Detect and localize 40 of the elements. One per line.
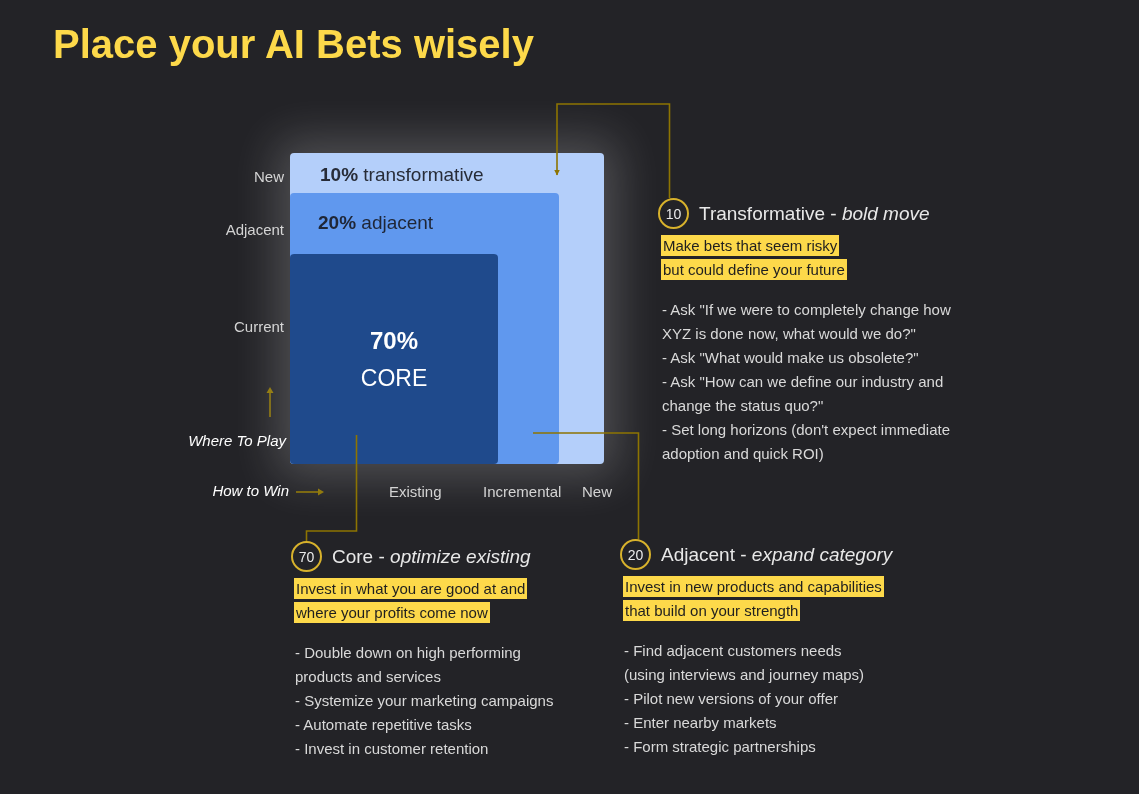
callout-heading: Adjacent - expand category bbox=[661, 542, 893, 567]
axis-title: Where To Play bbox=[188, 432, 286, 450]
highlighted-text: Invest in what you are good at and where your profits come now bbox=[294, 577, 529, 625]
bullet-item: - Automate repetitive tasks bbox=[295, 715, 472, 735]
bullet-item: - Ask "What would make us obsolete?" bbox=[662, 348, 919, 368]
bullet-item: - Set long horizons (don't expect immediate adoption and quick ROI) bbox=[662, 420, 951, 464]
highlighted-text: Make bets that seem risky but could define your future bbox=[661, 234, 848, 282]
core-square bbox=[290, 254, 498, 464]
square-label: CORE bbox=[360, 364, 428, 392]
outer-square bbox=[290, 153, 604, 464]
axis-label: New bbox=[582, 483, 612, 501]
middle-square bbox=[290, 193, 559, 464]
bullet-item: - Systemize your marketing campaigns bbox=[295, 691, 554, 711]
leader-line bbox=[532, 432, 640, 540]
bullet-item: - Enter nearby markets bbox=[624, 713, 777, 733]
square-label: 10% transformative bbox=[320, 163, 484, 186]
number-circle: 20 bbox=[620, 539, 651, 570]
leader-line bbox=[554, 103, 671, 199]
bullet-item: - Ask "If we were to completely change how XYZ is done now, what would we do?" bbox=[662, 300, 952, 344]
axis-label: Current bbox=[233, 318, 284, 336]
number-circle: 70 bbox=[291, 541, 322, 572]
bullet-item: - Find adjacent customers needs (using interviews and journey maps) bbox=[624, 641, 866, 685]
bullet-item: - Pilot new versions of your offer bbox=[624, 689, 838, 709]
callout-heading: Core - optimize existing bbox=[332, 544, 531, 569]
square-label: 70% bbox=[370, 326, 418, 355]
axis-label: Existing bbox=[389, 483, 442, 501]
page-title: Place your AI Bets wisely bbox=[53, 21, 534, 68]
axis-label: Adjacent bbox=[225, 221, 284, 239]
highlighted-text: Invest in new products and capabilities that build on your strength bbox=[623, 575, 885, 623]
leader-line bbox=[305, 434, 358, 542]
axis-label: New bbox=[254, 168, 284, 186]
bullet-item: - Double down on high performing products and services bbox=[295, 643, 522, 687]
axis-label: Incremental bbox=[483, 483, 562, 501]
number-circle: 10 bbox=[658, 198, 689, 229]
bullet-item: - Invest in customer retention bbox=[295, 739, 489, 759]
axis-title: How to Win bbox=[212, 482, 289, 500]
callout-heading: Transformative - bold move bbox=[699, 201, 930, 226]
bullet-item: - Form strategic partnerships bbox=[624, 737, 816, 757]
square-label: 20% adjacent bbox=[318, 211, 434, 234]
bullet-item: - Ask "How can we define our industry and change the status quo?" bbox=[662, 372, 945, 416]
